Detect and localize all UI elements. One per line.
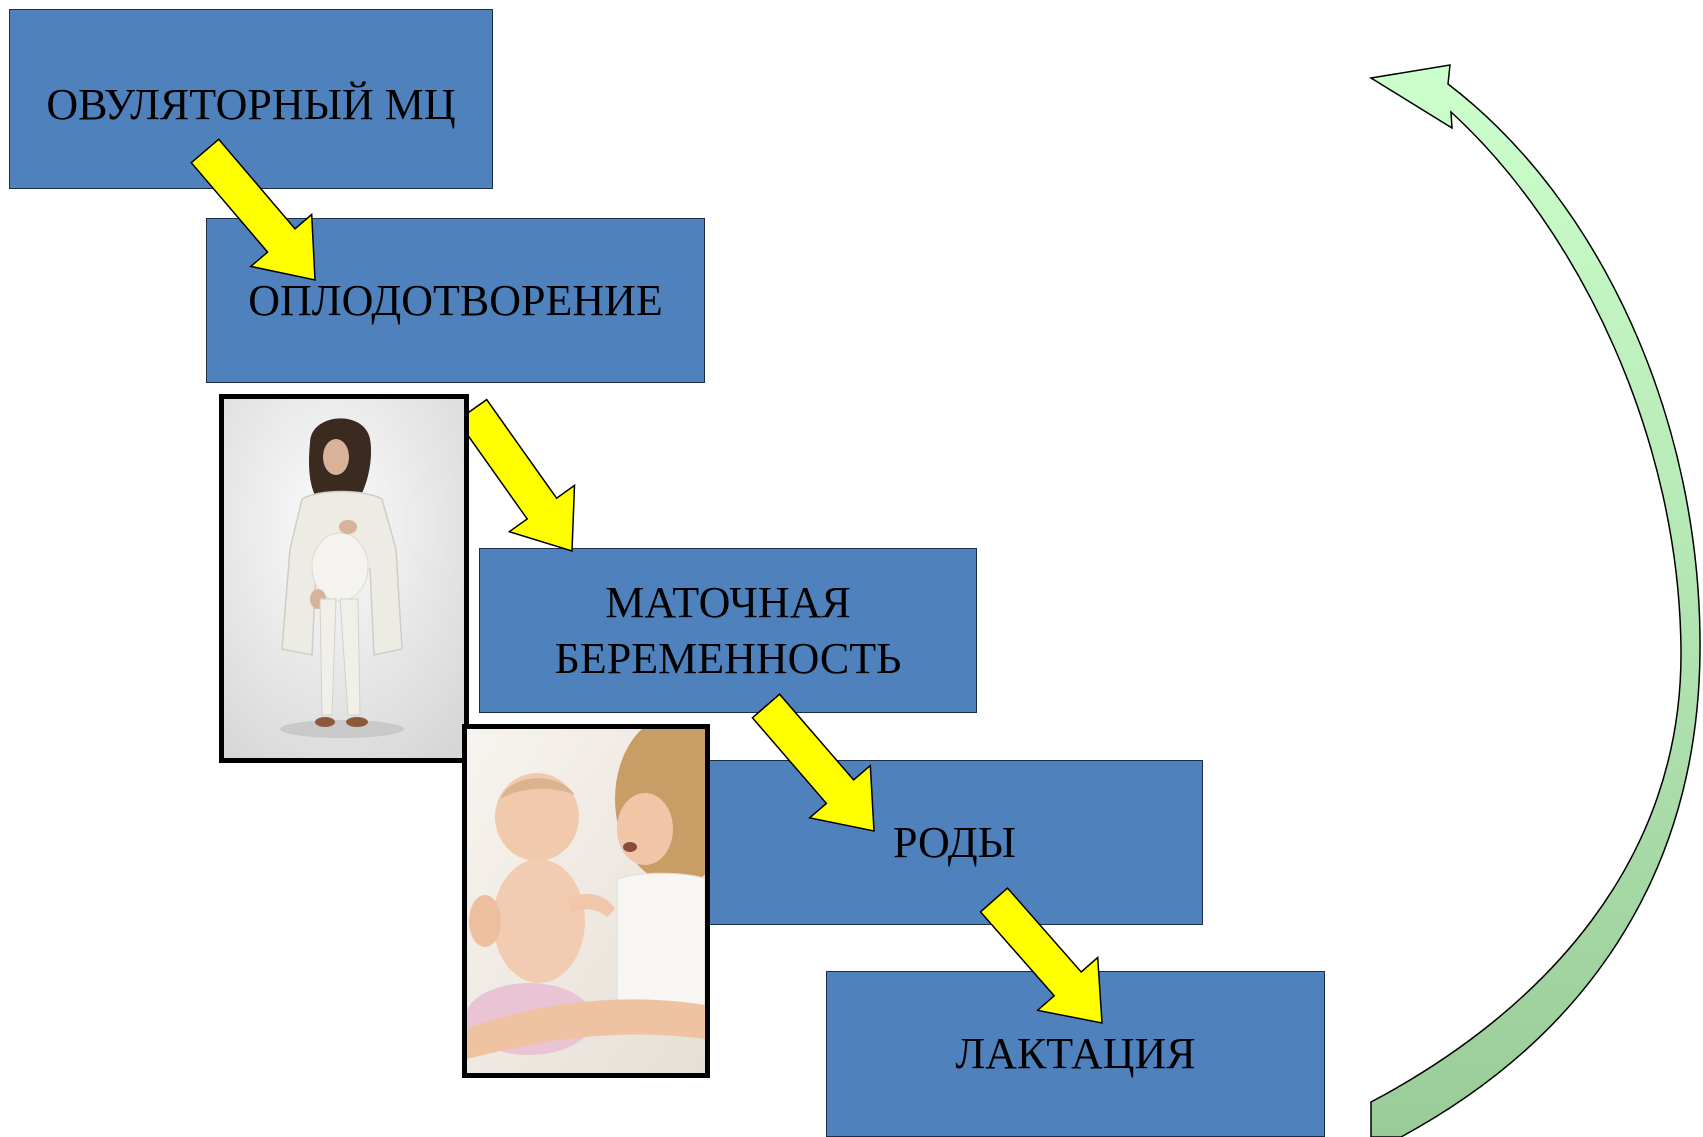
woman-hand-upper [339,520,357,534]
arrow-fertilization-to-pregnancy [456,398,576,553]
baby-torso [493,859,585,983]
flow-arrows [190,138,1103,1024]
mother-mouth [623,842,637,852]
baby-head [495,773,579,861]
step-box-uterine-pregnancy: МАТОЧНАЯ БЕРЕМЕННОСТЬ [479,548,977,713]
step-box-birth: РОДЫ [706,760,1203,925]
step-label-line-1: МАТОЧНАЯ [605,577,851,627]
step-label: РОДЫ [893,817,1016,867]
mother-and-baby-photo [462,724,710,1078]
woman-right-leg [339,598,361,716]
step-box-fertilization: ОПЛОДОТВОРЕНИЕ [206,218,705,383]
pregnant-woman-photo [219,394,469,763]
cycle-return-arrow [1368,64,1701,1137]
step-label: ОПЛОДОТВОРЕНИЕ [248,275,663,325]
step-label: ОВУЛЯТОРНЫЙ МЦ [46,80,456,129]
mother-arm [467,999,705,1059]
woman-left-sandal [315,717,335,727]
baby-hair [501,778,575,799]
woman-right-sandal [346,717,368,727]
arrow-pregnancy-to-birth [751,693,875,832]
mother-face [617,793,673,865]
arrow-birth-to-lactation [979,887,1103,1024]
step-label-line-2: БЕРЕМЕННОСТЬ [554,633,902,683]
baby-arm [567,894,615,917]
mother-top [616,872,705,1030]
arrow-ovulatory-to-fertilization [190,138,316,281]
woman-face [323,439,349,475]
woman-cardigan [281,490,403,656]
floor-shadow [280,720,404,738]
woman-left-leg [319,598,337,716]
step-box-ovulatory-cycle: ОВУЛЯТОРНЫЙ МЦ [9,9,493,189]
step-label: ЛАКТАЦИЯ [955,1029,1196,1078]
pregnant-woman-image [224,399,464,758]
mother-hand [469,895,501,947]
mother-and-baby-image [467,729,705,1073]
